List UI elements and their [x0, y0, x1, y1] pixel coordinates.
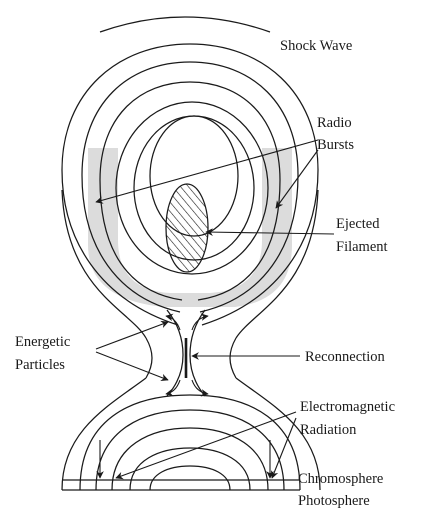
right-flank-upper	[235, 189, 319, 339]
em-radiation-label-1: Electromagnetic	[300, 399, 395, 415]
right-flank-lower	[235, 377, 321, 491]
ejected-filament-pointer	[205, 228, 335, 236]
shock-wave-arc	[99, 16, 271, 33]
em-radiation-pointer-left	[115, 411, 297, 480]
current-sheet-left	[166, 309, 184, 397]
energetic-particles-pointer-down	[95, 351, 169, 382]
lower-arcade-2	[95, 409, 285, 491]
field-loop-2	[81, 61, 299, 313]
field-loop-3	[99, 81, 281, 301]
left-flank-upper	[61, 189, 147, 339]
particle-arrow-up-left	[165, 313, 181, 331]
particle-arrow-down-left	[165, 379, 181, 397]
lower-arcade-3	[111, 427, 269, 491]
outer-field-loop	[61, 43, 319, 326]
ejected-filament-label-1: Ejected	[336, 216, 380, 232]
energetic-particles-pointer-up	[95, 320, 169, 350]
radio-bursts-pointer-right	[275, 149, 319, 209]
energetic-particles-label-1: Energetic	[15, 334, 70, 350]
radio-bursts-pointer-left	[95, 139, 319, 204]
lower-arcade-4	[129, 447, 251, 491]
photosphere-label: Photosphere	[298, 493, 370, 509]
em-radiation-label-2: Radiation	[300, 422, 357, 438]
lower-arcade-5	[149, 465, 231, 491]
radio-bursts-label-2: Bursts	[317, 137, 354, 153]
lower-arcade-1	[79, 394, 301, 491]
ejected-filament-label-2: Filament	[336, 239, 388, 255]
radio-bursts-label-1: Radio	[317, 115, 352, 131]
inner-ellipse-1	[115, 101, 269, 275]
right-flank-neck	[229, 337, 237, 379]
chromosphere-label: Chromosphere	[298, 471, 383, 487]
left-flank-lower	[61, 377, 147, 491]
current-sheet-right	[189, 309, 206, 397]
left-flank-neck	[145, 337, 153, 379]
energetic-particles-label-2: Particles	[15, 357, 65, 373]
particle-arrow-down-right	[191, 379, 209, 397]
reconnection-label: Reconnection	[305, 349, 385, 365]
shock-wave-label: Shock Wave	[280, 38, 352, 54]
em-radiation-pointer-right	[270, 417, 297, 479]
radio-burst-band	[88, 148, 292, 307]
ejected-filament	[165, 183, 209, 273]
particle-arrow-up-right	[191, 313, 209, 331]
